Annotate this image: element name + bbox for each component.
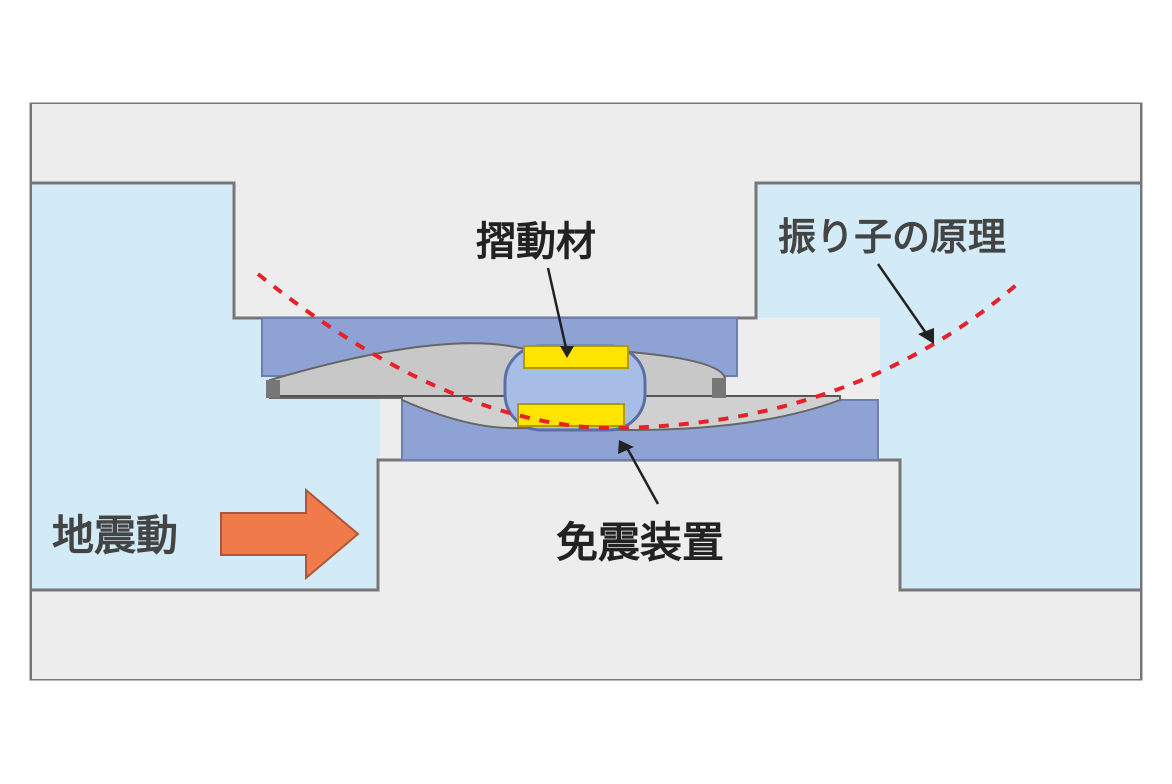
leader-pendulum bbox=[876, 263, 930, 337]
ground-left bbox=[32, 183, 380, 590]
stopper-right bbox=[712, 378, 726, 398]
label-earthquake-motion: 地震動 bbox=[52, 511, 178, 560]
upper-structure bbox=[32, 104, 1140, 318]
arrowhead-sliding-material bbox=[560, 346, 574, 358]
leader-isolation-device bbox=[624, 445, 660, 505]
sliding-material-top bbox=[523, 345, 629, 369]
sliding-material-bottom bbox=[517, 403, 625, 427]
pendulum-curve bbox=[256, 272, 1024, 431]
ground-right bbox=[756, 183, 1140, 590]
arrowhead-pendulum bbox=[918, 328, 934, 344]
arrowhead-isolation-device bbox=[618, 440, 634, 454]
leader-sliding-material bbox=[546, 267, 568, 349]
lower-foundation bbox=[32, 460, 1140, 679]
label-pendulum-principle: 振り子の原理 bbox=[778, 215, 1006, 259]
label-sliding-material: 摺動材 bbox=[476, 219, 596, 265]
stopper-left bbox=[266, 380, 280, 398]
right-arrow-icon bbox=[220, 487, 360, 581]
label-seismic-isolation-device: 免震装置 bbox=[556, 518, 724, 567]
